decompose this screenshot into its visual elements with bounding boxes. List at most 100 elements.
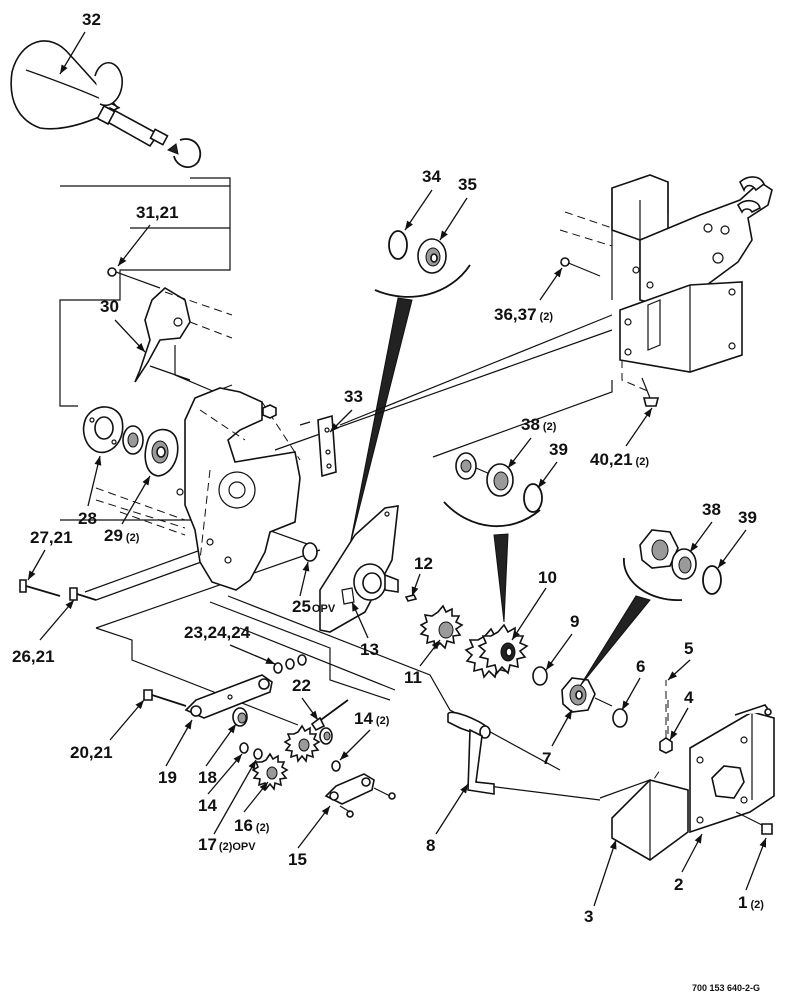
washer-part-6 [612,708,628,728]
leader-6 [621,677,641,711]
washer-part-14a [331,760,341,772]
key-part-12 [404,594,418,602]
callout-19: 19 [158,768,177,787]
callout-34: 34 [422,167,441,186]
callout-9: 9 [570,612,579,631]
washer-part-25 [302,542,318,562]
link-part-15 [324,773,396,818]
leader-30 [114,319,146,353]
idler-arm-part-19 [184,674,273,719]
leader-32 [59,31,86,75]
leader-14b [207,753,243,795]
sprocket-part-16a [283,724,321,763]
washer-part-14b [239,742,263,760]
drawing-code: 700 153 640-2-G [692,983,760,993]
idler-plate-part-13 [319,505,399,633]
leader-20 [109,699,145,741]
hex-bearing-part-7 [561,677,613,713]
callout-10: 10 [538,568,557,587]
nut-hex-small [262,404,277,419]
leader-33 [329,409,353,433]
callout-13: 13 [360,640,379,659]
callout-38-right: 38 [702,500,721,519]
auger-flight-part-32 [10,40,202,169]
spacer-part-17 [319,727,333,745]
bearing-part-35 [417,238,447,274]
callout-7: 7 [542,749,551,768]
shield-part-3 [611,779,689,861]
leader-17 [213,759,257,835]
bolt-part-20 [143,689,187,707]
leader-7 [551,709,573,747]
sprocket-part-10 [464,623,529,679]
callout-18: 18 [198,768,217,787]
bolt-part-31 [107,267,161,289]
handle-part-8 [447,711,495,795]
washers-part-23-24 [273,654,307,674]
leader-39b [717,529,747,569]
stripper-part-30 [134,287,233,383]
leader-22 [301,697,319,721]
leader-8 [435,783,469,835]
callout-16: 16(2) [234,816,270,835]
bolt-part-1 [735,811,773,835]
callout-14: 14 [198,796,217,815]
callout-35: 35 [458,175,477,194]
leader-19 [165,719,193,767]
leader-38a [507,437,532,469]
callout-8: 8 [426,836,435,855]
leader-18 [205,723,237,767]
callout-23-24-24: 23,24,24 [184,623,251,642]
flange-part-28 [82,406,124,454]
callout-39-mid: 39 [549,440,568,459]
leader-11 [419,639,441,667]
callout-33: 33 [344,387,363,406]
callout-1: 1(2) [738,893,764,912]
callout-30: 30 [100,297,119,316]
callout-6: 6 [636,657,645,676]
bolt-part-26 [69,587,97,601]
flange-part-29 [144,428,179,477]
callout-26-21: 26,21 [12,647,55,666]
callout-36-37: 36,37(2) [494,305,553,324]
callout-31-21: 31,21 [136,203,179,222]
bearing-cluster-middle [443,452,543,623]
callout-38-2: 38(2) [521,415,557,434]
callout-2: 2 [674,875,683,894]
callout-22: 22 [292,676,311,695]
callout-40-21: 40,21(2) [590,450,649,469]
leader-25 [299,561,310,597]
leader-16 [243,781,269,813]
bolt-part-40 [641,377,660,407]
drive-housing [176,387,301,591]
leader-12 [411,573,421,597]
sprocket-part-16b [251,752,289,791]
leader-15 [297,805,331,849]
leader-23 [229,644,276,665]
leader-10 [511,587,547,641]
leader-9 [545,633,573,671]
callout-3: 3 [584,907,593,926]
leader-34 [404,189,433,231]
alignment-lines [59,177,669,801]
leader-38b [689,521,713,553]
callout-39-right: 39 [738,508,757,527]
nut-part-4 [659,680,673,754]
callout-15: 15 [288,850,307,869]
leader-36 [539,267,563,301]
leader-29 [121,475,151,525]
leader-arrows [27,31,767,907]
callout-11: 11 [404,668,422,687]
mount-plate-part-2 [689,704,775,834]
sprocket-part-11 [419,604,464,650]
leader-28 [87,455,102,507]
leader-27 [27,549,46,581]
callout-25: 25OPV [292,597,336,616]
callout-32: 32 [82,10,101,29]
leader-35 [439,197,468,241]
bearing-cluster-right [579,529,722,687]
frame-mount-weldment [559,174,773,373]
callout-28: 28 [78,509,97,528]
callout-labels: 32 34 35 31,21 36,37(2) 30 33 38(2) 39 4… [12,10,764,993]
